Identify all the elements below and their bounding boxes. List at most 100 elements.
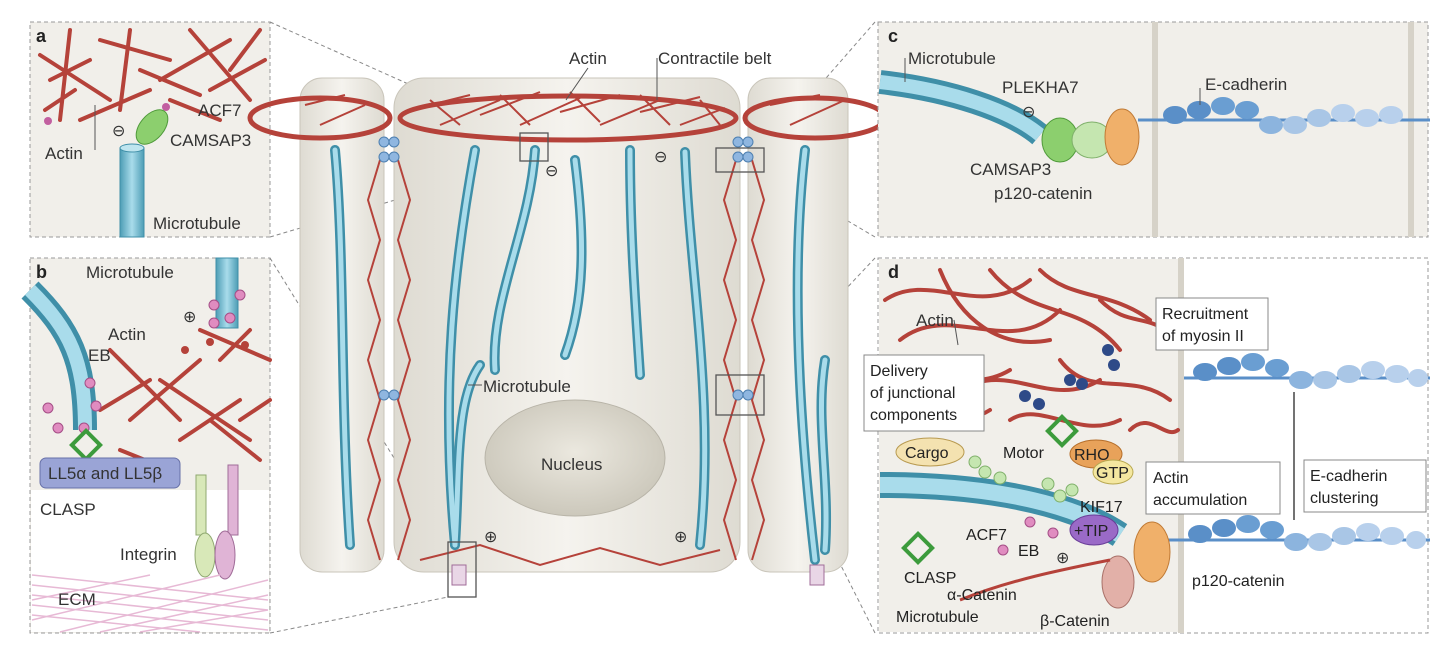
panel-d-cargo bbox=[895, 437, 965, 467]
panel-d-beta-catenin bbox=[1101, 555, 1135, 609]
panel-a-acf7-label: ACF7 bbox=[198, 101, 241, 120]
panel-d-clasp-label: CLASP bbox=[904, 570, 956, 587]
panel-b-clasp-shape bbox=[69, 428, 103, 462]
panel-c-ecadherin-label: E-cadherin bbox=[1205, 75, 1287, 94]
panel-d-p120 bbox=[1133, 521, 1171, 583]
panel-d-clasp-top bbox=[1045, 414, 1079, 448]
panel-b-ll5 bbox=[39, 457, 181, 489]
panel-d-microtubule-label: Microtubule bbox=[896, 609, 979, 626]
contractile-belt-left bbox=[247, 95, 393, 141]
panel-d-ecad-clust-box bbox=[1303, 459, 1427, 513]
panel-b-acf7 bbox=[181, 338, 249, 354]
panel-a: a Actin ⊖ ACF7 CAMSAP3 Microtubule bbox=[29, 21, 271, 238]
panel-b-ecm-label: ECM bbox=[58, 590, 96, 609]
panel-d-cargo-label: Cargo bbox=[905, 445, 949, 462]
panel-d-recruitment-box bbox=[1155, 297, 1269, 351]
panel-d-eb bbox=[997, 516, 1059, 556]
center-microtubule-label: Microtubule bbox=[483, 377, 571, 396]
panel-d-motor-label: Motor bbox=[1003, 445, 1045, 462]
panel-d-actin-label: Actin bbox=[916, 311, 954, 330]
panel-d-actin-leader bbox=[953, 319, 959, 346]
contractile-belt-label: Contractile belt bbox=[658, 49, 772, 68]
panel-b-integrin-label: Integrin bbox=[120, 545, 177, 564]
panel-d-myosin bbox=[1019, 344, 1120, 410]
panel-a-camsap3-label: CAMSAP3 bbox=[170, 131, 251, 150]
center-integrin bbox=[451, 564, 467, 586]
panel-c-microtubule-inner bbox=[879, 75, 1045, 141]
panel-a-actin-mesh bbox=[38, 28, 267, 122]
panel-d-kif17 bbox=[1041, 477, 1079, 503]
panel-d: d Actin Recruitment of myosin II Deliver… bbox=[863, 257, 1430, 634]
panel-a-camsap3 bbox=[135, 109, 169, 145]
panel-c-letter: c bbox=[888, 26, 898, 46]
center-plus-1: ⊕ bbox=[484, 529, 497, 546]
center-minus-2: ⊖ bbox=[654, 149, 667, 166]
panel-a-minus: ⊖ bbox=[112, 123, 125, 140]
panel-b-integrin bbox=[194, 464, 239, 580]
right-integrin bbox=[809, 564, 825, 586]
nucleus-label: Nucleus bbox=[541, 455, 602, 474]
panel-b-eb-top bbox=[208, 289, 246, 329]
center-minus-1: ⊖ bbox=[545, 163, 558, 180]
microtubules-center bbox=[443, 145, 710, 550]
panel-d-eb-label: EB bbox=[1018, 543, 1039, 560]
panel-a-microtubule-label: Microtubule bbox=[153, 214, 241, 233]
panel-d-p120-label: p120-catenin bbox=[1192, 573, 1285, 590]
panel-d-motor bbox=[968, 455, 1007, 485]
panel-b-clasp-label: CLASP bbox=[40, 500, 96, 519]
panel-c-camsap3-label: CAMSAP3 bbox=[970, 160, 1051, 179]
center-actin-label: Actin bbox=[569, 49, 607, 68]
panel-b-mt-curve-inner bbox=[25, 285, 92, 431]
panel-c-minus: ⊖ bbox=[1022, 104, 1035, 121]
panel-d-membrane bbox=[1178, 258, 1184, 633]
panel-b-plus: ⊕ bbox=[183, 309, 196, 326]
panel-d-ecad-clust-line1: E-cadherin bbox=[1310, 468, 1387, 485]
panel-d-tip-label: +TIP bbox=[1074, 523, 1108, 540]
panel-a-letter: a bbox=[36, 26, 47, 46]
panel-d-beta-catenin-label: β-Catenin bbox=[1040, 613, 1110, 630]
panel-d-gtp-label: GTP bbox=[1096, 465, 1129, 482]
panel-d-ecad-top bbox=[1193, 353, 1428, 389]
panel-d-kif17-label: KIF17 bbox=[1080, 499, 1123, 516]
panel-d-letter: d bbox=[888, 262, 899, 282]
panel-c-plekha7-label: PLEKHA7 bbox=[1002, 78, 1079, 97]
panel-b-ecm bbox=[31, 574, 269, 633]
panel-b-eb-label: EB bbox=[88, 346, 111, 365]
panel-c: c Microtubule E-cadherin PLEKHA7 ⊖ CAMSA… bbox=[877, 21, 1430, 238]
panel-b-actin-label: Actin bbox=[108, 325, 146, 344]
panel-a-acf7-dot bbox=[162, 103, 170, 111]
microtubules-side bbox=[330, 145, 832, 565]
center-actin-leader bbox=[565, 67, 589, 101]
panel-c-membrane bbox=[1152, 22, 1158, 237]
lateral-actin bbox=[366, 159, 766, 567]
panel-d-actin-acc-line1: Actin bbox=[1153, 470, 1189, 487]
panel-d-alpha-catenin-label: α-Catenin bbox=[947, 587, 1017, 604]
panel-b: b Microtubule ⊕ EB Actin LL5α and LL5β C… bbox=[21, 257, 272, 634]
panel-d-tip bbox=[1069, 514, 1119, 546]
panel-a-acf7-dot-2 bbox=[44, 117, 52, 125]
apical-actin-mesh bbox=[304, 91, 846, 126]
panel-d-plus: ⊕ bbox=[1056, 550, 1069, 567]
panel-d-ecad-bottom bbox=[1188, 515, 1426, 551]
panel-b-ll5-label: LL5α and LL5β bbox=[48, 464, 162, 483]
panel-d-delivery-line2: of junctional bbox=[870, 385, 955, 402]
panel-d-clasp-shape bbox=[901, 531, 935, 565]
panel-c-membrane-2 bbox=[1408, 22, 1414, 237]
panel-d-recruitment-line1: Recruitment bbox=[1162, 306, 1249, 323]
center-diagram: Nucleus bbox=[247, 49, 888, 598]
panel-d-actin-acc-box bbox=[1145, 461, 1281, 515]
panel-b-letter: b bbox=[36, 262, 47, 282]
nucleus bbox=[484, 399, 666, 517]
zoom-boxes bbox=[447, 132, 765, 598]
panel-d-acf7-label: ACF7 bbox=[966, 527, 1007, 544]
panel-c-microtubule-label: Microtubule bbox=[908, 49, 996, 68]
panel-a-actin-label: Actin bbox=[45, 144, 83, 163]
panel-c-p120 bbox=[1104, 108, 1140, 166]
panel-d-delivery-box bbox=[863, 354, 985, 432]
contractile-belt-center bbox=[397, 93, 739, 143]
panel-c-ecadherin bbox=[1163, 97, 1403, 134]
panel-d-alpha-catenin-link bbox=[959, 558, 1111, 602]
panel-d-recruitment-line2: of myosin II bbox=[1162, 328, 1244, 345]
